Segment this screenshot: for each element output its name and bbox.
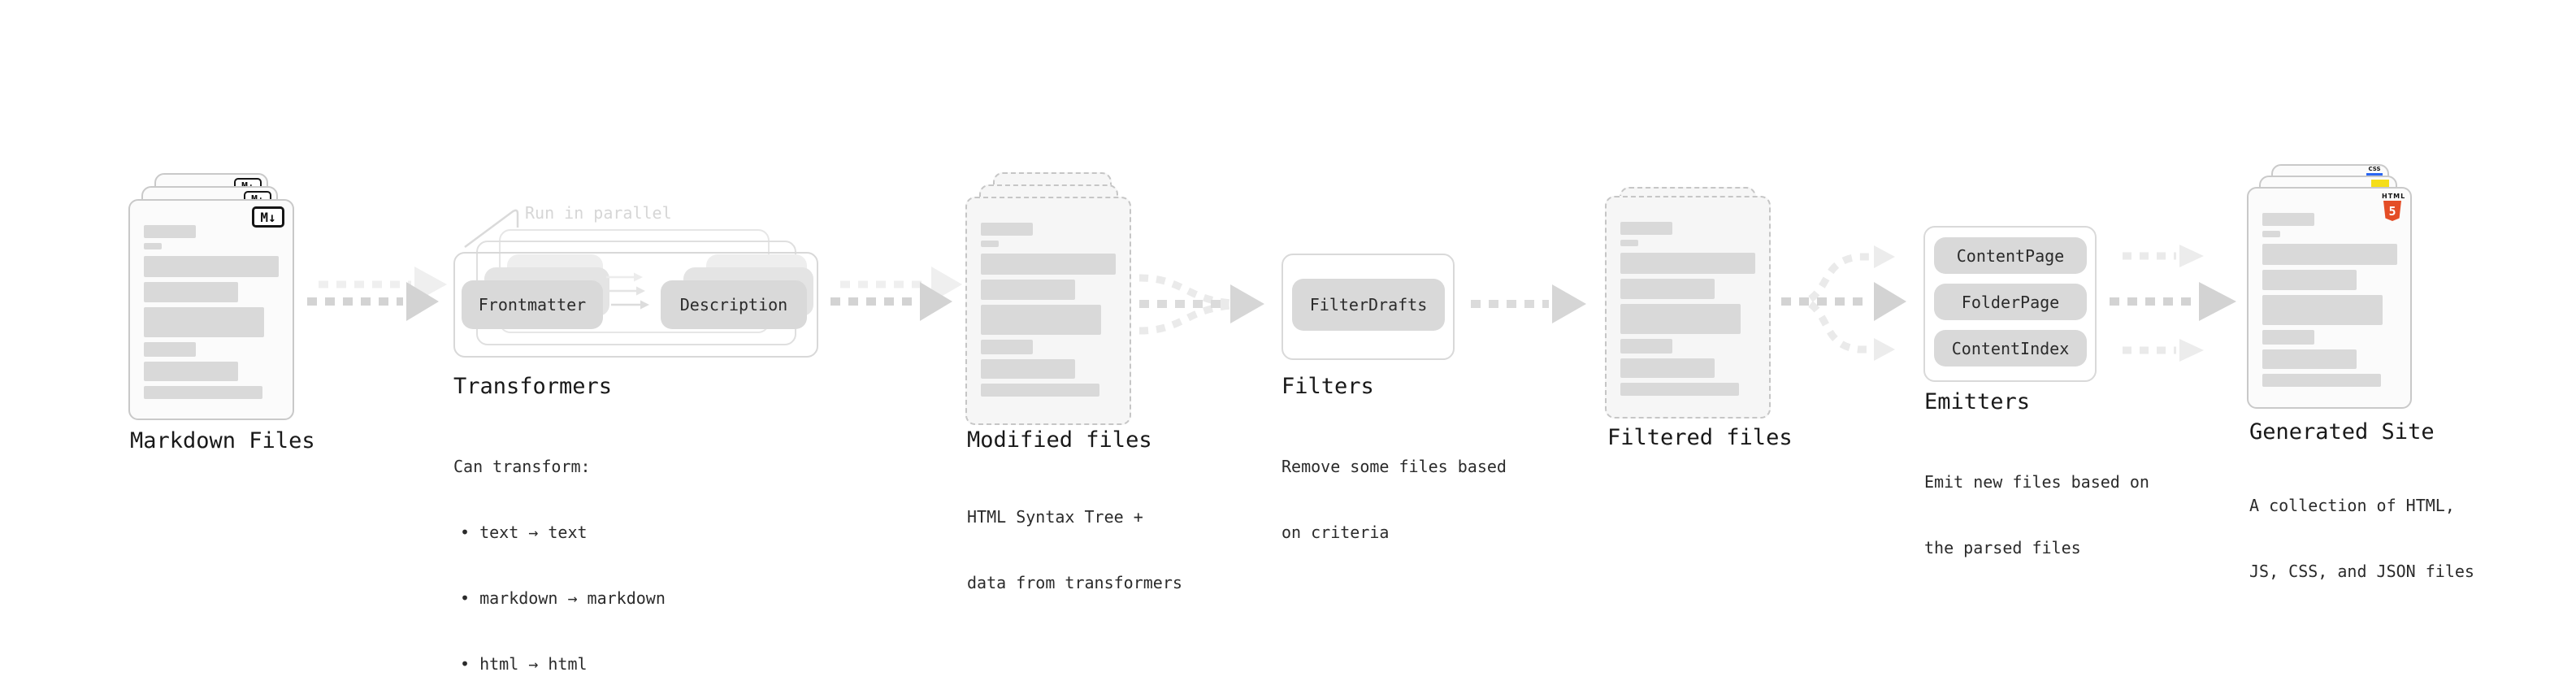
description-pill-label: Description xyxy=(679,295,788,314)
folderpage-pill-label: FolderPage xyxy=(1961,292,2060,312)
caption-line: Emit new files based on xyxy=(1924,472,2149,492)
content-placeholder-bar xyxy=(2262,270,2357,290)
markdown-icon: M↓ xyxy=(252,206,284,228)
caption-line: • html → html xyxy=(460,654,588,674)
modified-files-caption: HTML Syntax Tree + data from transformer… xyxy=(967,462,1182,638)
transformers-label: Transformers xyxy=(453,374,613,399)
run-in-parallel-callout-line xyxy=(464,209,519,249)
contentindex-pill-label: ContentIndex xyxy=(1951,338,2070,358)
generated-site-label: Generated Site xyxy=(2249,419,2435,445)
content-placeholder-bar xyxy=(144,256,279,277)
content-placeholder-bar xyxy=(144,243,162,249)
arrow-markdown-to-transformers xyxy=(307,267,447,321)
transformers-caption: Can transform: • text → text • markdown … xyxy=(453,412,666,681)
content-placeholder-bar xyxy=(144,386,262,399)
markdown-page-front: M↓ xyxy=(128,199,294,420)
html5-icon: HTML 5 xyxy=(2382,193,2405,221)
arrow-filtered-to-emitters xyxy=(1781,245,1906,361)
arrow-emitters-to-generated xyxy=(2110,245,2236,362)
content-placeholder-bar xyxy=(1620,240,1638,246)
modified-files-label: Modified files xyxy=(967,427,1152,453)
content-placeholder-bar xyxy=(981,254,1116,275)
content-placeholder-bar xyxy=(1620,304,1741,334)
generated-page-front: HTML 5 xyxy=(2247,187,2412,409)
caption-line: data from transformers xyxy=(967,573,1182,592)
contentpage-pill-label: ContentPage xyxy=(1956,245,2065,266)
content-placeholder-bar xyxy=(981,241,999,247)
caption-line: on criteria xyxy=(1281,523,1390,542)
css3-icon: CSS xyxy=(2366,167,2383,176)
content-placeholder-bar xyxy=(1620,253,1755,274)
content-placeholder-bar xyxy=(981,280,1075,300)
content-placeholder-bar xyxy=(981,223,1033,236)
generated-site-caption: A collection of HTML, JS, CSS, and JSON … xyxy=(2249,451,2474,627)
content-placeholder-bar xyxy=(2262,295,2383,325)
content-placeholder-bar xyxy=(144,225,196,238)
content-placeholder-bar xyxy=(1620,383,1739,396)
arrow-modified-to-filters xyxy=(1138,274,1264,335)
caption-line: Can transform: xyxy=(453,457,591,476)
content-placeholder-bar xyxy=(1620,222,1672,235)
filtered-page-front xyxy=(1605,196,1771,419)
emitters-label: Emitters xyxy=(1924,389,2031,414)
content-placeholder-bar xyxy=(2262,213,2314,226)
filterdrafts-pill-label: FilterDrafts xyxy=(1309,295,1428,314)
content-placeholder-bar xyxy=(144,307,264,337)
caption-line: the parsed files xyxy=(1924,538,2081,557)
filtered-files-label: Filtered files xyxy=(1607,425,1793,450)
content-placeholder-bar xyxy=(981,305,1101,335)
description-pill: Description xyxy=(661,280,807,329)
filters-caption: Remove some files based on criteria xyxy=(1281,412,1507,588)
content-placeholder-bar xyxy=(981,340,1033,354)
markdown-files-label: Markdown Files xyxy=(130,428,315,453)
content-placeholder-bar xyxy=(2262,330,2314,345)
content-placeholder-bar xyxy=(2262,244,2397,265)
content-placeholder-bar xyxy=(144,362,238,381)
content-placeholder-bar xyxy=(2262,374,2381,387)
filterdrafts-pill: FilterDrafts xyxy=(1292,279,1445,331)
run-in-parallel-annotation: Run in parallel xyxy=(525,203,672,223)
contentindex-pill: ContentIndex xyxy=(1934,330,2087,367)
contentpage-pill: ContentPage xyxy=(1934,237,2087,274)
frontmatter-pill-label: Frontmatter xyxy=(478,295,587,314)
arrow-transformers-to-modified xyxy=(830,267,962,321)
caption-line: HTML Syntax Tree + xyxy=(967,507,1143,527)
content-placeholder-bar xyxy=(981,359,1075,379)
content-placeholder-bar xyxy=(981,384,1099,397)
content-placeholder-bar xyxy=(144,342,196,357)
frontmatter-pill: Frontmatter xyxy=(462,280,603,329)
filters-label: Filters xyxy=(1281,374,1374,399)
caption-line: • text → text xyxy=(460,523,588,542)
content-placeholder-bar xyxy=(144,282,238,302)
content-placeholder-bar xyxy=(2262,231,2280,237)
content-placeholder-bar xyxy=(1620,358,1715,378)
content-placeholder-bar xyxy=(1620,339,1672,354)
modified-page-front xyxy=(965,197,1131,425)
caption-line: • markdown → markdown xyxy=(460,588,666,608)
caption-line: A collection of HTML, xyxy=(2249,496,2455,515)
arrow-filters-to-filtered xyxy=(1471,284,1586,323)
pill-to-pill-arrows xyxy=(606,272,649,310)
content-placeholder-bar xyxy=(2262,349,2357,369)
folderpage-pill: FolderPage xyxy=(1934,284,2087,320)
caption-line: Remove some files based xyxy=(1281,457,1507,476)
caption-line: JS, CSS, and JSON files xyxy=(2249,562,2474,581)
transformers-box-front xyxy=(453,252,818,358)
emitters-caption: Emit new files based on the parsed files xyxy=(1924,427,2149,603)
content-placeholder-bar xyxy=(1620,279,1715,299)
